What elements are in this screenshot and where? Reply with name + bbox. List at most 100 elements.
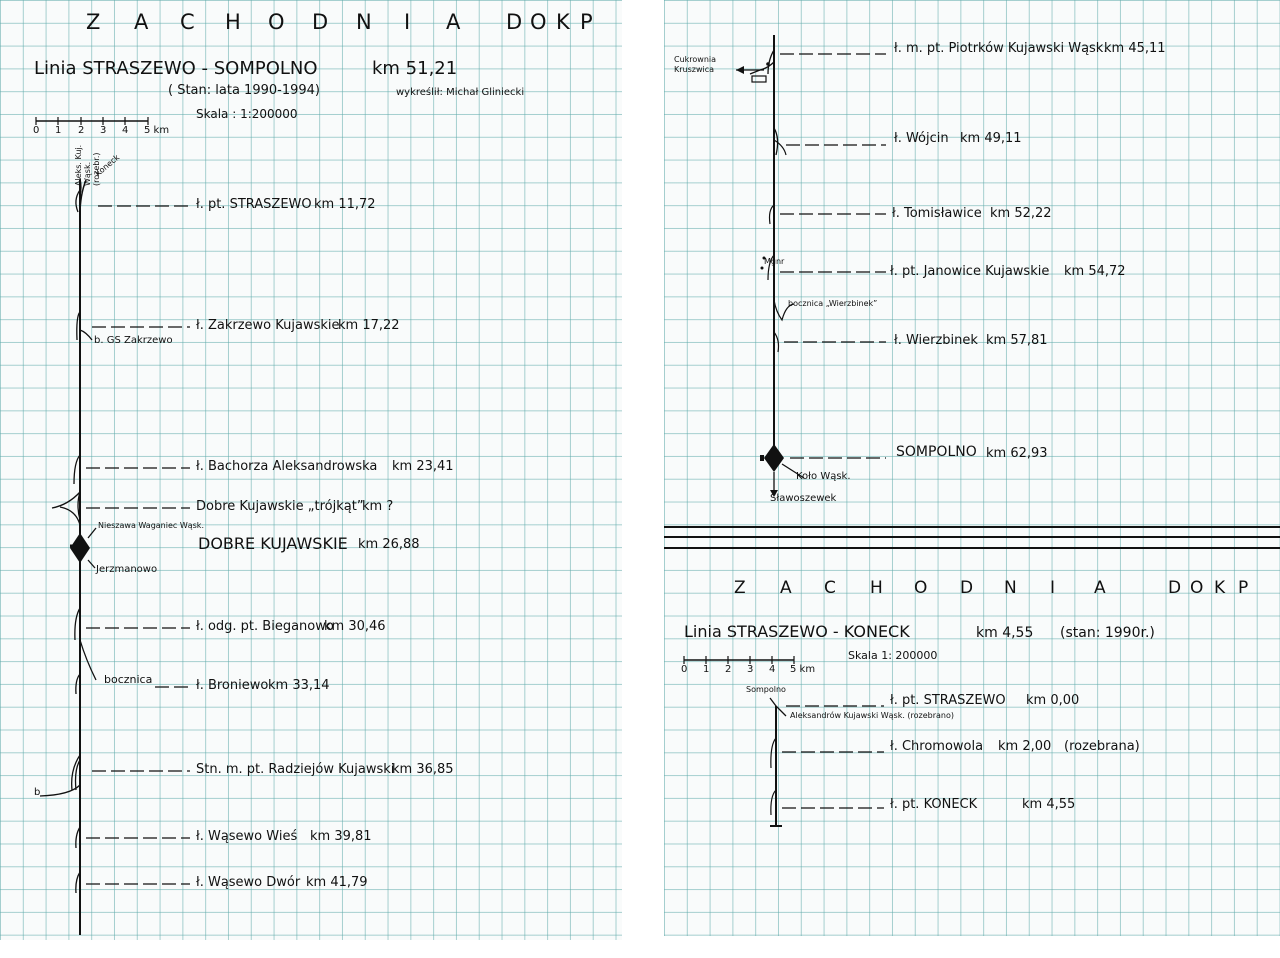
- branch-curve: [79, 177, 82, 196]
- station-name: ł. Bachorza Aleksandrowska: [196, 459, 378, 474]
- branch-aleks-label: Aleks. Kuj. Wąsk. (rozebr.): [74, 144, 101, 186]
- branch-curve: [79, 179, 87, 216]
- station-name: ł. pt. STRASZEWO: [196, 197, 312, 212]
- siding: [74, 607, 81, 641]
- bocznica-wierzbinek: bocznica „Wierzbinek”: [788, 299, 878, 308]
- station-name: ł. pt. KONECK: [890, 797, 978, 812]
- state-note: ( Stan: lata 1990-1994): [168, 83, 320, 98]
- line2-state: (stan: 1990r.): [1060, 625, 1155, 641]
- station-km: km 33,14: [268, 678, 330, 693]
- junction-diamond: [764, 444, 784, 472]
- header-letter: O: [530, 10, 549, 34]
- left-drawing: [35, 117, 190, 935]
- station-km: km 49,11: [960, 131, 1022, 146]
- scale-tick: 2: [725, 664, 732, 675]
- station-name: ł. pt. Janowice Kujawskie: [890, 264, 1050, 279]
- mgnr-label: Mgnr: [764, 257, 785, 266]
- station-leaders-2: [782, 705, 884, 809]
- nieszawa-note: Nieszawa Waganiec Wąsk.: [98, 521, 204, 530]
- station-km: km 57,81: [986, 333, 1048, 348]
- scale-tick: 5 km: [790, 664, 816, 675]
- header-letter: D: [1168, 578, 1184, 598]
- scale-bar-2: [683, 656, 795, 664]
- station-name: SOMPOLNO: [896, 444, 977, 460]
- station-name: DOBRE KUJAWSKIE: [198, 534, 348, 553]
- header-letter: C: [824, 578, 838, 598]
- scale-tick: 5 km: [144, 125, 170, 136]
- header-letter: O: [914, 578, 930, 598]
- line2-title: Linia STRASZEWO - KONECK: [684, 622, 910, 641]
- header-letter: N: [356, 10, 374, 34]
- scale-tick: 3: [100, 125, 107, 136]
- station-km: km 39,81: [310, 829, 372, 844]
- station-km: km 36,85: [392, 762, 454, 777]
- right-sheet: Cukrownia Kruszwica ł. m. pt. Piotrków K…: [664, 0, 1280, 936]
- header-letter: C: [180, 10, 197, 34]
- scale-tick: 1: [55, 125, 62, 136]
- aleks-note: Aleksandrów Kujawski Wąsk. (rozebrano): [790, 711, 955, 720]
- siding: [73, 454, 81, 485]
- header-letter: K: [1214, 578, 1228, 598]
- header-letter: D: [506, 10, 525, 34]
- header-letter: O: [1190, 578, 1206, 598]
- station-name: ł. odg. pt. Bieganowo: [196, 619, 334, 634]
- scale-label: Skala : 1:200000: [196, 107, 298, 121]
- siding: [79, 329, 93, 341]
- line-title: Linia STRASZEWO - SOMPOLNO: [34, 58, 318, 79]
- section-divider: [664, 526, 1280, 549]
- header-letter: P: [1238, 578, 1251, 598]
- header-letter: A: [446, 10, 463, 34]
- header-letter: D: [312, 10, 331, 34]
- station-km: km 52,22: [990, 206, 1052, 221]
- station-name: Dobre Kujawskie „trójkąt”: [196, 499, 364, 514]
- slawoszewek-label: Sławoszewek: [770, 493, 837, 504]
- station-name: ł. Tomisławice: [892, 206, 982, 221]
- siding: [75, 189, 81, 213]
- line-length: km 51,21: [372, 58, 458, 79]
- station-name: ł. Chromowola: [890, 739, 984, 754]
- station-km: km 26,88: [358, 537, 420, 552]
- siding: [75, 871, 81, 894]
- right-drawing: [664, 35, 1280, 827]
- line2-length: km 4,55: [976, 625, 1034, 641]
- header-letter: I: [404, 10, 413, 34]
- station-km: km 62,93: [986, 446, 1048, 461]
- scale-tick: 4: [769, 664, 776, 675]
- station-name: ł. pt. STRASZEWO: [890, 693, 1006, 708]
- header-letter: A: [780, 578, 794, 598]
- station-name: ł. Zakrzewo Kujawskie: [196, 318, 340, 333]
- scale-bar: [35, 117, 149, 125]
- station-name: ł. Wójcin: [894, 131, 949, 146]
- siding: [79, 639, 97, 681]
- header-letter: A: [134, 10, 151, 34]
- triangle-junction: [51, 491, 81, 526]
- station-leaders: [780, 53, 886, 459]
- station-km: km 30,46: [324, 619, 386, 634]
- header-letter: K: [556, 10, 572, 34]
- gs-note: b. GS Zakrzewo: [94, 335, 173, 346]
- junction-diamond: [70, 533, 90, 563]
- header-letter: H: [870, 578, 885, 598]
- station-km: km 41,79: [306, 875, 368, 890]
- station-km: km 54,72: [1064, 264, 1126, 279]
- header-letter: I: [1050, 578, 1058, 598]
- kruszwica-label: Kruszwica: [674, 65, 715, 74]
- siding: [75, 826, 81, 849]
- scale-tick: 4: [122, 125, 129, 136]
- station-name: Stn. m. pt. Radziejów Kujawski: [196, 762, 395, 777]
- scale-tick: 0: [681, 664, 688, 675]
- header-letter: D: [960, 578, 976, 598]
- station-km: km 11,72: [314, 197, 376, 212]
- scale-tick: 1: [703, 664, 710, 675]
- station-km: km 45,11: [1104, 41, 1166, 56]
- station-km: km 23,41: [392, 459, 454, 474]
- station-name: ł. Wierzbinek: [894, 333, 978, 348]
- station-name: ł. Wąsewo Wieś: [196, 829, 298, 844]
- kolo-label: Koło Wąsk.: [796, 471, 851, 482]
- siding: [75, 673, 81, 695]
- siding: [76, 311, 81, 341]
- station-note: (rozebrana): [1064, 739, 1140, 754]
- scale-tick: 0: [33, 125, 40, 136]
- header-letter: N: [1004, 578, 1019, 598]
- header-letter: O: [268, 10, 287, 34]
